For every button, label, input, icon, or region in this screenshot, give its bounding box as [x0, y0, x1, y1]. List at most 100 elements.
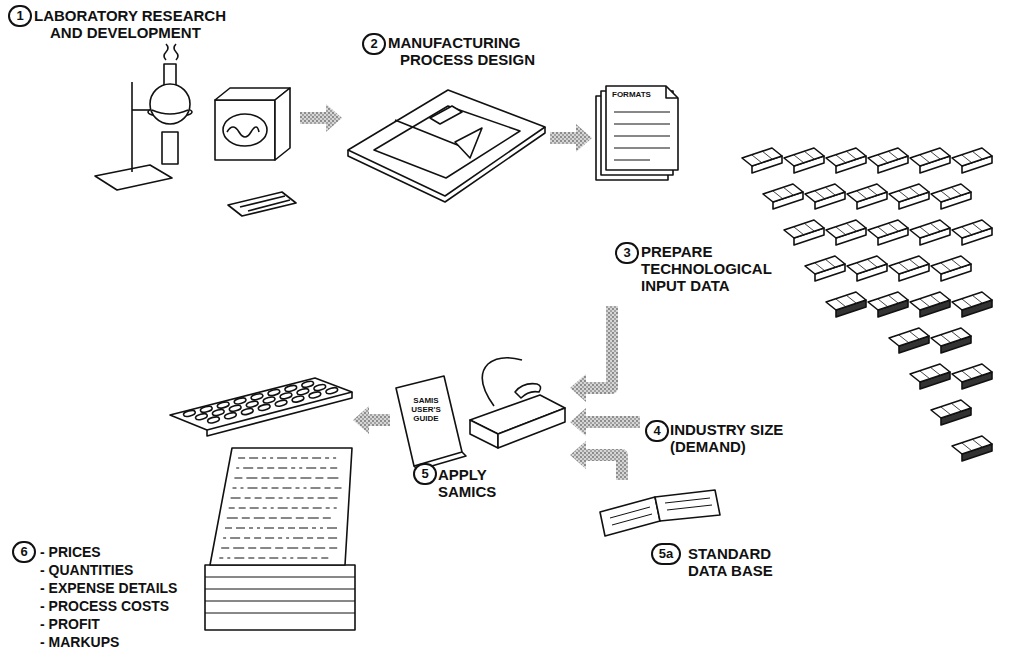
print-row	[302, 548, 310, 549]
print-row	[265, 538, 274, 539]
print-row	[233, 488, 237, 489]
process-step: 1LABORATORY RESEARCH AND DEVELOPMENT	[5, 2, 300, 227]
solar-panel	[763, 184, 803, 202]
panel-line	[920, 299, 930, 307]
printout-stack-part	[205, 589, 355, 590]
format-pages-part	[614, 148, 670, 149]
panel-line	[867, 187, 877, 195]
print-row	[238, 458, 245, 459]
print-row	[266, 498, 275, 499]
solar-panel	[742, 148, 782, 166]
panel-line	[794, 155, 804, 163]
wafer	[183, 409, 196, 417]
print-row	[269, 558, 278, 559]
print-row	[267, 468, 274, 469]
step-label: LABORATORY RESEARCH AND DEVELOPMENT	[34, 7, 259, 41]
print-row	[312, 528, 316, 529]
solar-panel	[910, 148, 950, 166]
print-row	[288, 528, 295, 529]
process-step: 6- PRICES- QUANTITIES- EXPENSE DETAILS- …	[8, 370, 353, 658]
print-row	[260, 548, 271, 549]
arrow-body	[585, 306, 612, 388]
format-pages-part	[614, 160, 650, 161]
callout-number: 4	[645, 420, 669, 442]
panel-line	[962, 155, 972, 163]
wafer-tray	[170, 378, 352, 436]
print-row	[333, 458, 336, 459]
solar-panel	[784, 220, 824, 238]
solar-panel	[889, 184, 929, 202]
panel-line	[804, 151, 814, 159]
print-row	[328, 538, 337, 539]
instrument-box-part	[223, 114, 267, 146]
arrow-heads	[570, 374, 586, 402]
wafer	[301, 380, 314, 388]
callout-number: 2	[362, 33, 386, 55]
print-row	[282, 558, 286, 559]
panel-line	[962, 371, 972, 379]
panel-line	[941, 191, 951, 199]
solar-array	[742, 148, 992, 461]
process-step: 5aSTANDARD DATA BASE	[598, 480, 810, 585]
panel-line	[773, 191, 783, 199]
print-row	[227, 558, 230, 559]
print-row	[243, 468, 253, 469]
panel-line	[878, 227, 888, 235]
print-row	[278, 538, 282, 539]
print-row	[287, 548, 298, 549]
book-title: SAMIS USER'S GUIDE	[406, 397, 446, 423]
solar-panel	[868, 220, 908, 238]
print-row	[283, 488, 292, 489]
panel-line	[857, 191, 867, 199]
arrow-heads	[570, 441, 586, 469]
print-row	[312, 458, 321, 459]
ring-stand-part	[162, 132, 178, 164]
process-step: 3PREPARE TECHNOLOGICAL INPUT DATA	[592, 78, 785, 306]
drawing-board-part	[430, 106, 462, 124]
terminal-part	[498, 408, 565, 448]
arrow-heads	[326, 104, 342, 132]
wafer	[224, 412, 237, 420]
solar-panel	[910, 292, 950, 310]
solar-panel	[868, 292, 908, 310]
print-row	[304, 488, 307, 489]
panel-line	[836, 299, 846, 307]
output-item: - MARKUPS	[40, 633, 119, 651]
process-step: 4INDUSTRY SIZE (DEMAND)	[640, 310, 1006, 470]
wafer	[212, 409, 225, 417]
wafer	[195, 413, 208, 421]
wafer	[267, 389, 280, 397]
drawing-board-part	[374, 106, 520, 178]
print-row	[335, 488, 342, 489]
arrow-heads	[353, 406, 369, 434]
panel-line	[920, 155, 930, 163]
solar-panel	[931, 256, 971, 274]
print-row	[320, 468, 326, 469]
panel-line	[888, 151, 898, 159]
print-row	[262, 488, 268, 489]
print-row	[255, 498, 262, 499]
solar-panel	[847, 256, 887, 274]
panel-line	[878, 299, 888, 307]
print-row	[239, 508, 246, 509]
print-row	[225, 528, 232, 529]
flow-arrow	[570, 306, 612, 402]
solar-panel	[889, 328, 929, 346]
panel-line	[804, 223, 814, 231]
panel-line	[815, 191, 825, 199]
print-row	[250, 508, 259, 509]
step-label: PREPARE TECHNOLOGICAL INPUT DATA	[641, 243, 783, 294]
print-row	[233, 548, 244, 549]
print-row	[227, 518, 238, 519]
wafer	[325, 387, 338, 395]
page-title: FORMATS	[612, 91, 651, 100]
open-book-part	[667, 505, 712, 510]
print-row	[314, 548, 325, 549]
panel-line	[794, 227, 804, 235]
print-row	[223, 538, 226, 539]
panel-line	[972, 439, 982, 447]
drawing-board	[348, 90, 545, 202]
print-row	[248, 548, 256, 549]
step-label: STANDARD DATA BASE	[688, 545, 806, 579]
print-row	[277, 458, 287, 459]
